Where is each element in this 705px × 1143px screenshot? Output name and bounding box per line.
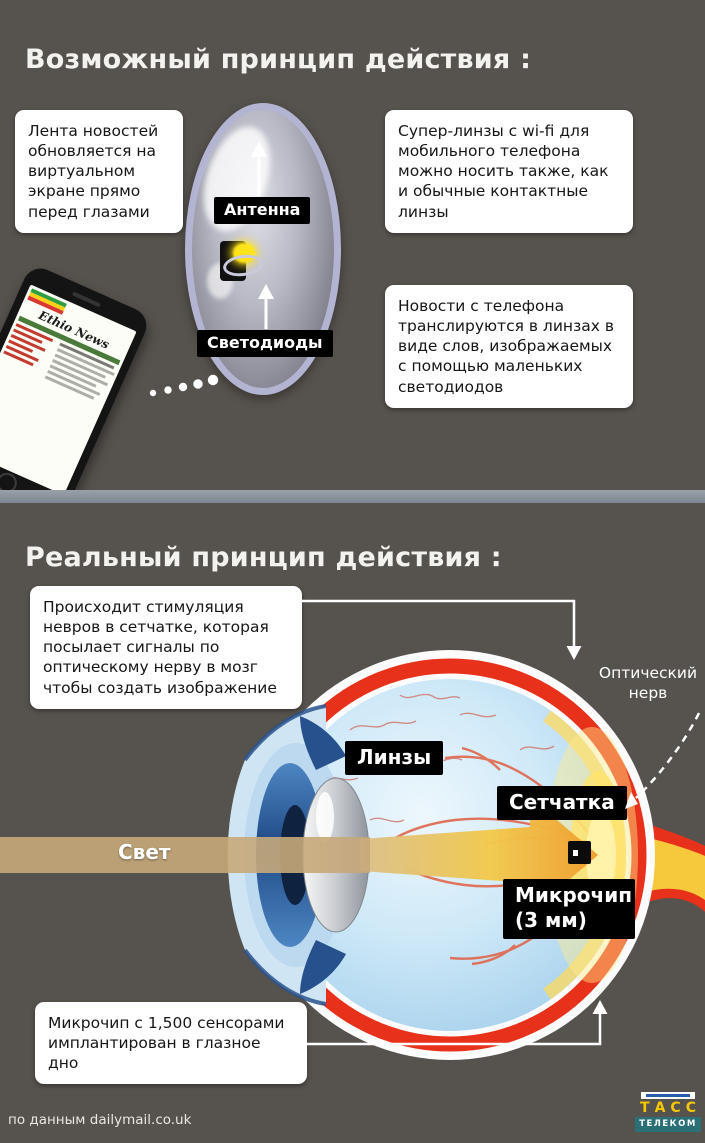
broadcast-note: Новости с телефона транслируются в линза… (385, 285, 633, 408)
light-beam-band (0, 837, 370, 873)
antenna-label: Антенна (214, 197, 311, 224)
logo-top-strip (641, 1092, 695, 1099)
smartphone: Ethio News (0, 262, 153, 490)
news-feed-note: Лента новостей обновляется на виртуально… (15, 110, 183, 233)
leds-label: Светодиоды (197, 330, 333, 357)
logo-tass-text: ТАСС (640, 1100, 701, 1116)
microchip (568, 841, 591, 864)
section2-title: Реальный принцип действия : (25, 542, 502, 574)
lens-label: Линзы (345, 741, 444, 775)
section1-title: Возможный принцип действия : (25, 44, 532, 76)
logo-telecom-text: ТЕЛЕКОМ (635, 1117, 701, 1133)
retina-label: Сетчатка (497, 786, 627, 820)
implant-note: Микрочип с 1,500 сенсорами имплантирован… (35, 1002, 307, 1085)
microchip-label: Микрочип (3 мм) (503, 879, 635, 939)
optic-nerve-label: Оптический нерв (598, 664, 698, 702)
source-credit: по данным dailymail.co.uk (8, 1112, 192, 1128)
tass-telecom-logo: ТАСС ТЕЛЕКОМ (635, 1092, 701, 1133)
phone-screen: Ethio News (0, 284, 137, 490)
wifi-note: Супер-линзы с wi-fi для мобильного телеф… (385, 110, 633, 233)
section-divider (0, 490, 705, 503)
light-label: Свет (118, 840, 171, 864)
lens-led-glow (233, 243, 255, 263)
stimulation-note: Происходит стимуляция невров в сетчатке,… (30, 586, 302, 709)
